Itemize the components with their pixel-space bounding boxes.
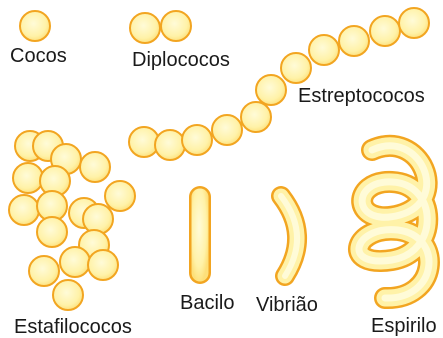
streptococcus-cell xyxy=(281,53,311,83)
staphylococcus-cell xyxy=(83,204,113,234)
staphylococcus-cell xyxy=(37,217,67,247)
diplococcus-cell xyxy=(161,11,191,41)
streptococcus-cell xyxy=(155,130,185,160)
staphylococcus-cell xyxy=(105,181,135,211)
staphylococcus-cell xyxy=(13,163,43,193)
label-vibriao: Vibrião xyxy=(256,295,318,315)
streptococcus-cell xyxy=(212,115,242,145)
estafilococos-shape xyxy=(9,131,135,310)
bacilo-shape xyxy=(189,186,211,284)
streptococcus-cell xyxy=(309,35,339,65)
label-cocos: Cocos xyxy=(10,46,67,66)
coccus-cell xyxy=(20,11,50,41)
espirilo-shape xyxy=(359,146,429,298)
staphylococcus-cell xyxy=(80,152,110,182)
cocos-shape xyxy=(20,11,50,41)
label-bacilo: Bacilo xyxy=(180,293,234,313)
streptococcus-cell xyxy=(399,8,429,38)
label-estafilococos: Estafilococos xyxy=(14,317,132,337)
staphylococcus-cell xyxy=(29,256,59,286)
streptococcus-cell xyxy=(256,75,286,105)
label-espirilo: Espirilo xyxy=(371,316,437,336)
staphylococcus-cell xyxy=(88,250,118,280)
diplococcus-cell xyxy=(130,13,160,43)
label-diplococos: Diplococos xyxy=(132,50,230,70)
vibriao-shape xyxy=(281,196,297,276)
streptococcus-cell xyxy=(241,102,271,132)
streptococcus-cell xyxy=(370,16,400,46)
staphylococcus-cell xyxy=(9,195,39,225)
streptococcus-cell xyxy=(182,125,212,155)
staphylococcus-cell xyxy=(53,280,83,310)
streptococcus-cell xyxy=(339,26,369,56)
staphylococcus-cell xyxy=(60,247,90,277)
bacillus-cell-inner xyxy=(192,189,209,282)
diplococos-shape xyxy=(130,11,191,43)
label-estreptococos: Estreptococos xyxy=(298,86,425,106)
